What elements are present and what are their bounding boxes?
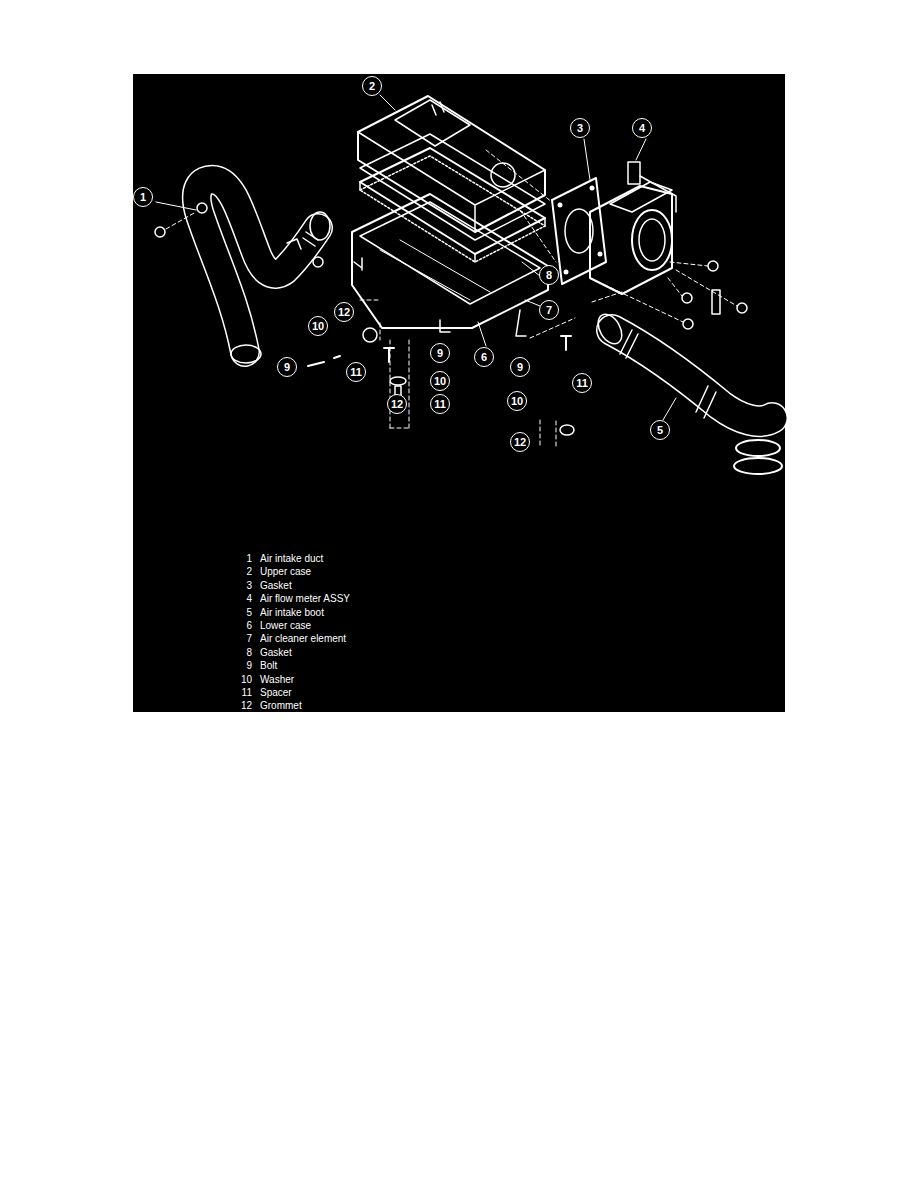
callout-number: 10 [507, 391, 527, 411]
part-number: 3 [246, 580, 252, 592]
part-name: Spacer [260, 687, 292, 699]
part-number: 10 [241, 674, 252, 686]
part-number: 1 [246, 553, 252, 565]
callout-number: 7 [539, 300, 559, 320]
part-number: 4 [246, 593, 252, 605]
part-name: Air intake boot [260, 607, 324, 619]
part-number: 5 [246, 607, 252, 619]
part-name: Lower case [260, 620, 311, 632]
part-number: 8 [246, 647, 252, 659]
part-name: Air flow meter ASSY [260, 593, 350, 605]
part-name: Air cleaner element [260, 633, 346, 645]
callout-number: 11 [346, 362, 366, 382]
callout-number: 12 [387, 394, 407, 414]
callout-number: 9 [510, 357, 530, 377]
part-name: Washer [260, 674, 294, 686]
callout-number: 11 [430, 394, 450, 414]
callout-number: 1 [133, 187, 153, 207]
part-name: Gasket [260, 580, 292, 592]
callout-number: 12 [510, 432, 530, 452]
callout-number: 9 [277, 357, 297, 377]
part-number: 7 [246, 633, 252, 645]
part-number: 11 [242, 687, 252, 699]
part-number: 12 [241, 700, 252, 712]
part-number: 6 [246, 620, 252, 632]
callout-number: 10 [308, 316, 328, 336]
callout-number: 9 [430, 343, 450, 363]
callout-number: 5 [650, 420, 670, 440]
part-number: 2 [246, 566, 252, 578]
callout-number: 10 [430, 371, 450, 391]
callout-number: 4 [632, 118, 652, 138]
callout-number: 11 [572, 373, 592, 393]
part-name: Bolt [260, 660, 277, 672]
callout-number: 2 [362, 76, 382, 96]
callout-number: 6 [474, 347, 494, 367]
part-name: Grommet [260, 700, 302, 712]
callout-number: 3 [570, 118, 590, 138]
callout-number: 12 [334, 302, 354, 322]
part-name: Upper case [260, 566, 311, 578]
part-number: 9 [246, 660, 252, 672]
part-name: Air intake duct [260, 553, 323, 565]
callout-number: 8 [539, 265, 559, 285]
part-name: Gasket [260, 647, 292, 659]
